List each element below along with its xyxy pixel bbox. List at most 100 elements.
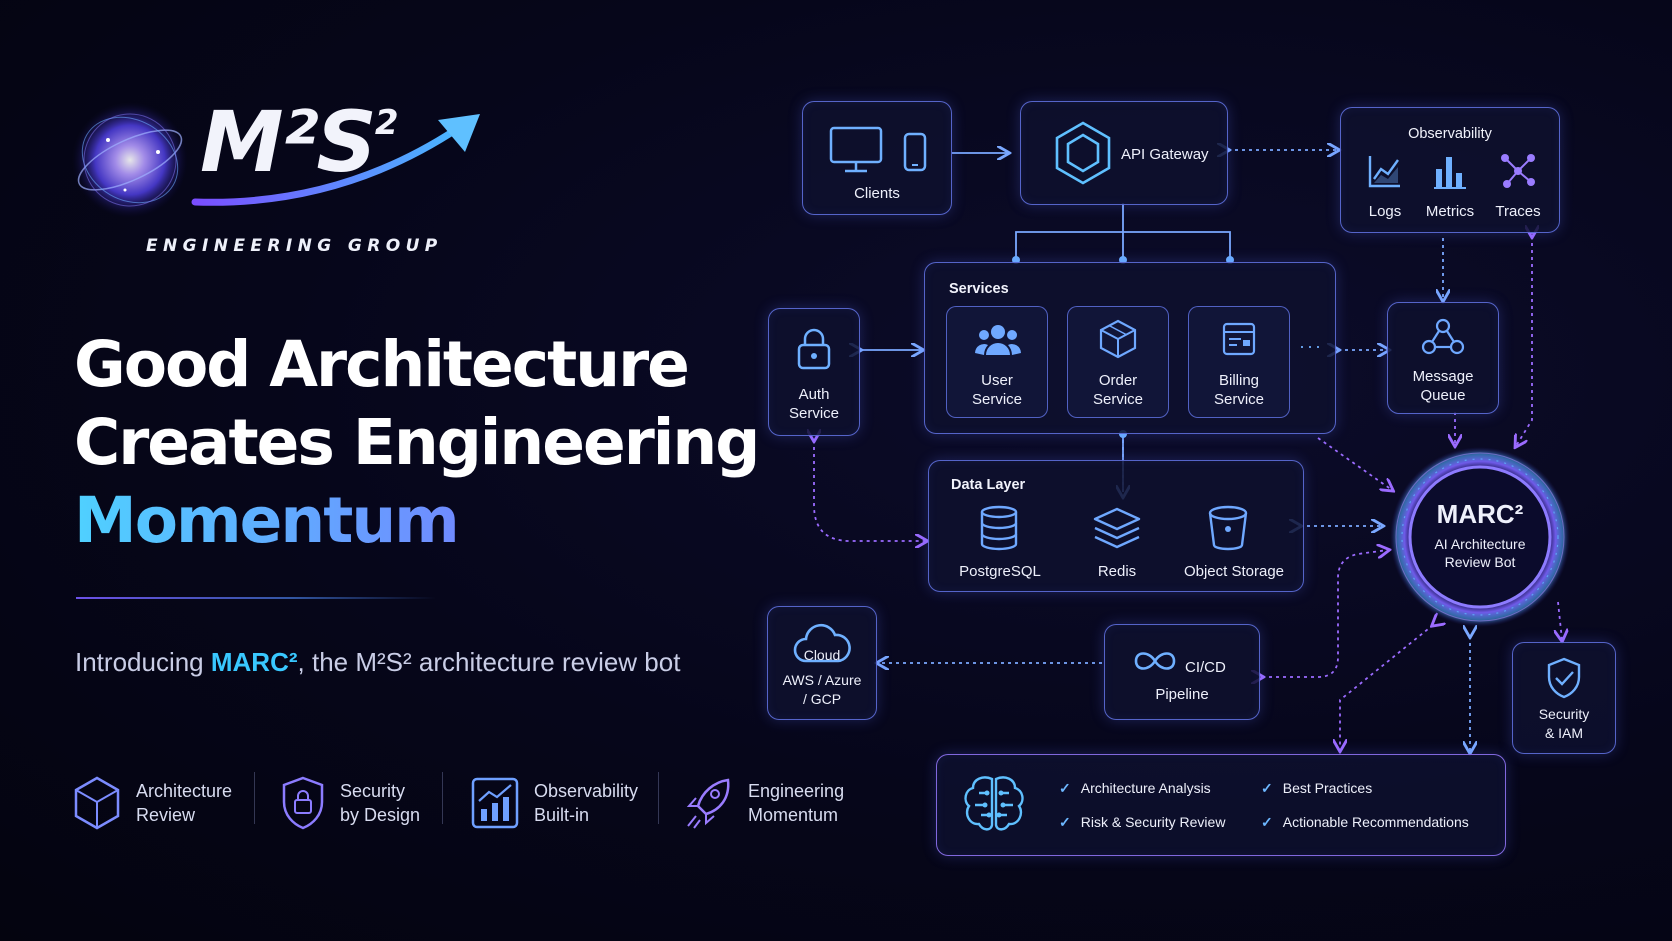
hexagon-gateway-icon (1055, 121, 1111, 185)
brand-logo-sup: 2 (374, 103, 399, 143)
headline-line-3: Momentum (74, 482, 758, 560)
feature-separator (658, 772, 659, 824)
cicd-pipeline-label: Pipeline (1155, 686, 1209, 703)
cicd-pipeline-node[interactable]: CI/CD Pipeline (1104, 624, 1260, 720)
feature-line-1: Security (340, 781, 406, 801)
observability-metrics-label: Metrics (1425, 203, 1475, 220)
headline-divider (76, 597, 436, 599)
mobile-phone-icon (903, 132, 927, 172)
mq-line-1: Message (1412, 368, 1474, 385)
clients-node[interactable]: Clients (802, 101, 952, 215)
feature-line-2: Review (136, 805, 196, 825)
postgresql-label: PostgreSQL (959, 563, 1041, 580)
capability-best-practices: ✓ Best Practices (1261, 780, 1372, 797)
check-icon: ✓ (1261, 780, 1273, 796)
capability-label: Best Practices (1282, 780, 1373, 796)
api-gateway-node[interactable]: API Gateway (1020, 101, 1228, 205)
brand-logo-text: M²S (200, 93, 377, 191)
brand-subtitle: ENGINEERING GROUP (146, 236, 443, 256)
clients-label: Clients (854, 185, 900, 202)
observability-node[interactable]: Observability Logs Metrics Traces (1340, 107, 1560, 233)
marc-line-2: Review Bot (1444, 554, 1516, 570)
cloud-icon (793, 623, 851, 663)
capability-label: Actionable Recommendations (1282, 814, 1469, 830)
database-icon (980, 505, 1018, 551)
invoice-icon (1222, 322, 1256, 356)
cube-icon (74, 776, 120, 830)
logs-chart-icon (1368, 156, 1400, 188)
feature-line-2: by Design (340, 805, 421, 825)
check-icon: ✓ (1059, 780, 1071, 796)
sec-line-1: Security (1538, 706, 1590, 722)
queue-network-icon (1421, 318, 1465, 355)
object-storage-label: Object Storage (1183, 563, 1285, 580)
services-more-indicator: ··· (1299, 336, 1323, 356)
feature-line-2: Momentum (748, 805, 839, 825)
capability-actionable-recommendations: ✓ Actionable Recommendations (1261, 814, 1469, 831)
users-group-icon (975, 325, 1021, 355)
cloud-label: AWS / Azure/ GCP (768, 671, 876, 709)
package-box-icon (1099, 319, 1137, 359)
redis-label: Redis (1097, 563, 1137, 580)
cloud-node[interactable]: Cloud AWS / Azure/ GCP (767, 606, 877, 720)
billing-line-1: Billing (1218, 372, 1260, 389)
feature-line-2: Built-in (534, 805, 590, 825)
capability-label: Architecture Analysis (1080, 780, 1211, 796)
marc-line-1: AI Architecture (1434, 536, 1526, 552)
auth-line-2: Service (788, 405, 840, 422)
feature-separator (254, 772, 255, 824)
brand-logo: M²S2 (200, 100, 399, 184)
capabilities-panel: ✓ Architecture Analysis ✓ Best Practices ✓… (936, 754, 1506, 856)
rocket-icon (686, 778, 730, 829)
api-gateway-label: API Gateway (1121, 146, 1209, 163)
user-line-2: Service (971, 391, 1023, 408)
feature-line-1: Observability (534, 781, 639, 801)
cloud-line-2: / GCP (802, 691, 842, 707)
capability-risk-security-review: ✓ Risk & Security Review (1059, 814, 1225, 831)
data-layer-group: Data Layer PostgreSQL Redis Object Stora… (928, 460, 1304, 592)
feature-separator (442, 772, 443, 824)
intro-suffix: , the M²S² architecture review bot (297, 647, 681, 677)
check-icon: ✓ (1261, 814, 1273, 830)
security-iam-label: Security & IAM (1513, 705, 1615, 743)
redis-layers-icon (1093, 507, 1141, 549)
services-title: Services (949, 281, 1009, 297)
traces-nodes-icon (1501, 154, 1535, 188)
marc-name: MARC² (1436, 499, 1524, 529)
intro-text: Introducing MARC², the M²S² architecture… (75, 647, 680, 678)
observability-title: Observability (1408, 126, 1492, 142)
glowing-ring-icon (1390, 447, 1570, 627)
security-iam-node[interactable]: Security & IAM (1512, 642, 1616, 754)
billing-line-2: Service (1213, 391, 1265, 408)
feature-security-by-design: Security by Design (280, 768, 460, 838)
brand-swoosh-icon (191, 114, 480, 206)
capability-label: Risk & Security Review (1080, 814, 1226, 830)
intro-bot-name: MARC² (210, 647, 298, 677)
order-line-2: Service (1092, 391, 1144, 408)
capability-architecture-analysis: ✓ Architecture Analysis (1059, 780, 1211, 797)
data-layer-title: Data Layer (951, 477, 1026, 493)
feature-line-1: Architecture (136, 781, 233, 801)
sec-line-2: & IAM (1544, 725, 1584, 741)
headline-line-2: Creates Engineering (74, 406, 760, 479)
infinity-loop-icon (1134, 652, 1176, 670)
storage-bucket-icon (1208, 505, 1248, 551)
observability-logs-label: Logs (1368, 203, 1402, 220)
check-icon: ✓ (1059, 814, 1071, 830)
chart-monitor-icon (471, 777, 519, 829)
